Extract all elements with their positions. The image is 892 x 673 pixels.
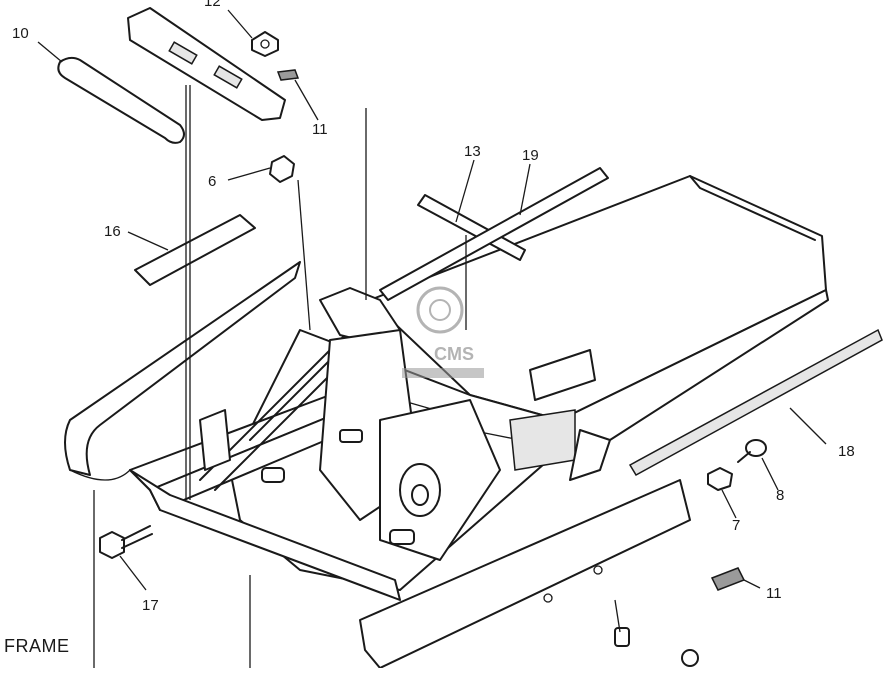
part-17-bolt: [99, 525, 153, 559]
part-8-bolt: [737, 439, 767, 463]
callout-7: 7: [732, 517, 740, 534]
callout-16: 16: [104, 223, 121, 240]
callout-11-lower: 11: [766, 585, 782, 602]
part-18-strip: [628, 328, 883, 477]
part-6-nut: [269, 155, 295, 183]
callout-18: 18: [838, 443, 855, 460]
bottom-fasteners: [543, 565, 699, 667]
part-7-nut: [707, 467, 733, 491]
part-11-clip-lower: [710, 567, 746, 591]
part-11-clip-top: [276, 69, 300, 81]
right-lower-rail: [359, 479, 691, 669]
callout-12: 12: [204, 0, 221, 10]
callout-labels: 10 12 11 6 16 13 19 18 8 7 11 17: [12, 0, 855, 614]
callout-19: 19: [522, 147, 539, 164]
part-10-handle: [57, 56, 185, 144]
callout-13: 13: [464, 143, 481, 160]
leader-lines: [37, 9, 827, 668]
diagram-caption: FRAME: [4, 636, 70, 656]
callout-6: 6: [208, 173, 216, 190]
callout-8: 8: [776, 487, 784, 504]
left-side-rail: [64, 261, 301, 481]
part-12-bolt: [251, 31, 279, 57]
part-19-rod: [379, 167, 609, 301]
callout-17: 17: [142, 597, 159, 614]
frame-tunnel: [129, 175, 829, 601]
part-16-strip: [134, 214, 256, 286]
cms-watermark: CMS: [402, 286, 484, 378]
watermark-text: CMS: [434, 344, 474, 364]
part-12-bracket-plate: [127, 7, 286, 121]
callout-11-top: 11: [312, 121, 328, 138]
callout-10: 10: [12, 25, 29, 42]
